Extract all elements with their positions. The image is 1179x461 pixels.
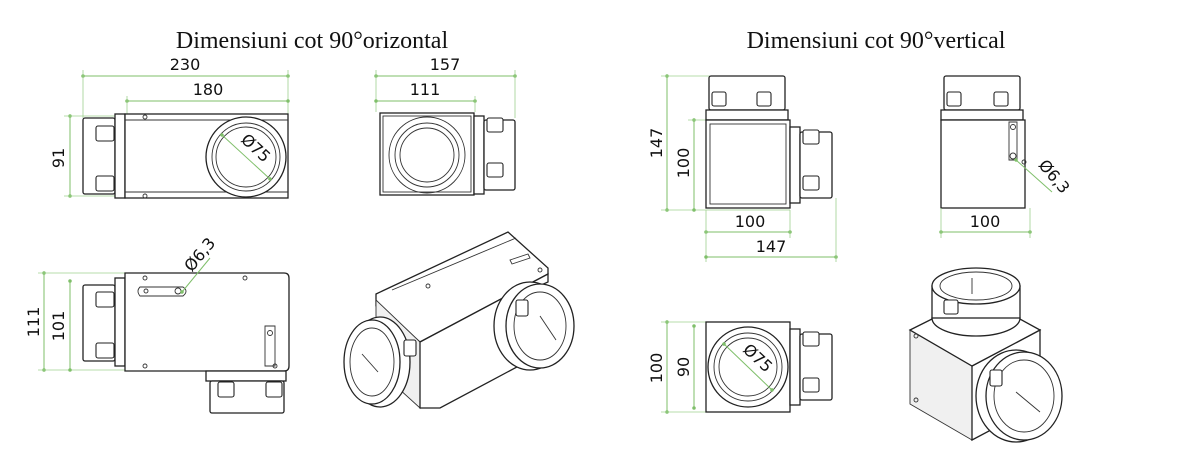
dim-180: 180 [193, 80, 224, 99]
vertical-front-view: 147 100 100 147 [647, 74, 838, 262]
vertical-side-view: Ø6,3 100 [939, 75, 1074, 238]
dim-157: 157 [430, 55, 461, 74]
dim-91: 91 [49, 148, 68, 168]
title-vertical: Dimensiuni cot 90°vertical [747, 28, 1006, 54]
dim-111-side: 111 [410, 80, 441, 99]
dim-147-v-width: 147 [756, 237, 787, 256]
horizontal-side-view: 157 111 [374, 55, 517, 196]
horizontal-front-view: 230 180 91 Ø75 [49, 55, 290, 199]
dim-100-v: 100 [674, 148, 693, 179]
dim-100-top: 100 [647, 353, 666, 384]
horizontal-bottom-view: 111 101 Ø6,3 [24, 234, 290, 414]
dim-100-v-width: 100 [735, 212, 766, 231]
horizontal-isometric-view [343, 231, 575, 410]
dim-90: 90 [674, 357, 693, 377]
dim-230: 230 [170, 55, 201, 74]
title-horizontal: Dimensiuni cot 90°orizontal [176, 28, 449, 54]
dim-111-bottom: 111 [24, 307, 43, 338]
dim-hole-v: Ø6,3 [1035, 156, 1074, 197]
dim-100-side: 100 [970, 212, 1001, 231]
dim-147-v: 147 [647, 128, 666, 159]
vertical-isometric-view [908, 267, 1063, 443]
vertical-top-view: 100 90 Ø75 [647, 320, 833, 414]
dim-hole-bottom: Ø6,3 [180, 234, 219, 275]
dim-101: 101 [49, 311, 68, 342]
